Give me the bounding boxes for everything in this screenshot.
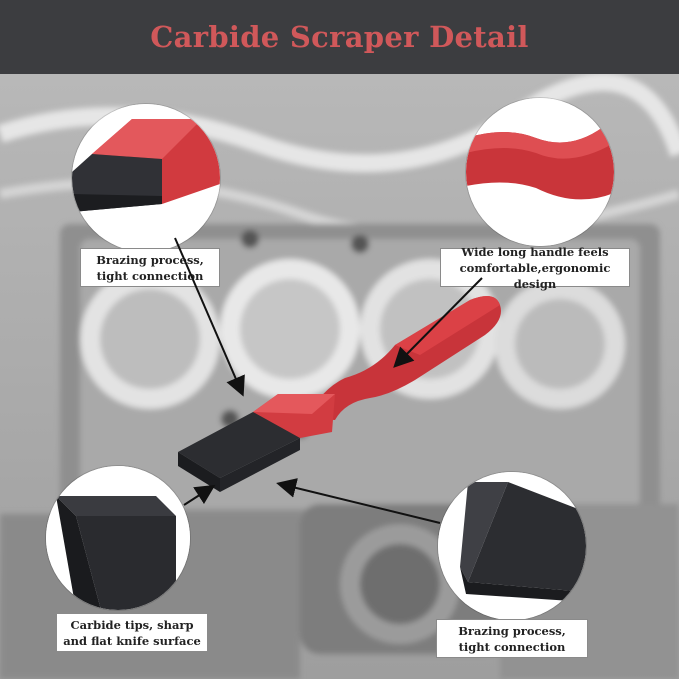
callout-line: and flat knife surface: [63, 633, 201, 648]
callout-line: Wide long handle feels: [461, 244, 609, 259]
callout-line: tight connection: [96, 268, 204, 283]
header-banner: Carbide Scraper Detail: [0, 0, 679, 74]
detail-circle-carbide-tip: [46, 466, 190, 610]
callout-line: tight connection: [458, 639, 566, 654]
callout-label-carbide-tip: Carbide tips, sharp and flat knife surfa…: [56, 613, 208, 652]
detail-circle-brazing-edge: [438, 472, 586, 620]
page-title: Carbide Scraper Detail: [150, 20, 529, 54]
callout-label-brazing-bottom: Brazing process, tight connection: [436, 619, 588, 658]
detail-circle-handle: [466, 98, 614, 246]
callout-label-handle: Wide long handle feels comfortable,ergon…: [440, 245, 630, 291]
callout-line: Brazing process,: [458, 623, 566, 638]
detail-circle-brazing-joint: [72, 104, 220, 252]
callout-line: Carbide tips, sharp: [70, 617, 194, 632]
callout-line: Brazing process,: [96, 252, 204, 267]
callout-line: comfortable,ergonomic design: [459, 260, 611, 291]
callout-label-brazing-top: Brazing process, tight connection: [80, 248, 220, 287]
